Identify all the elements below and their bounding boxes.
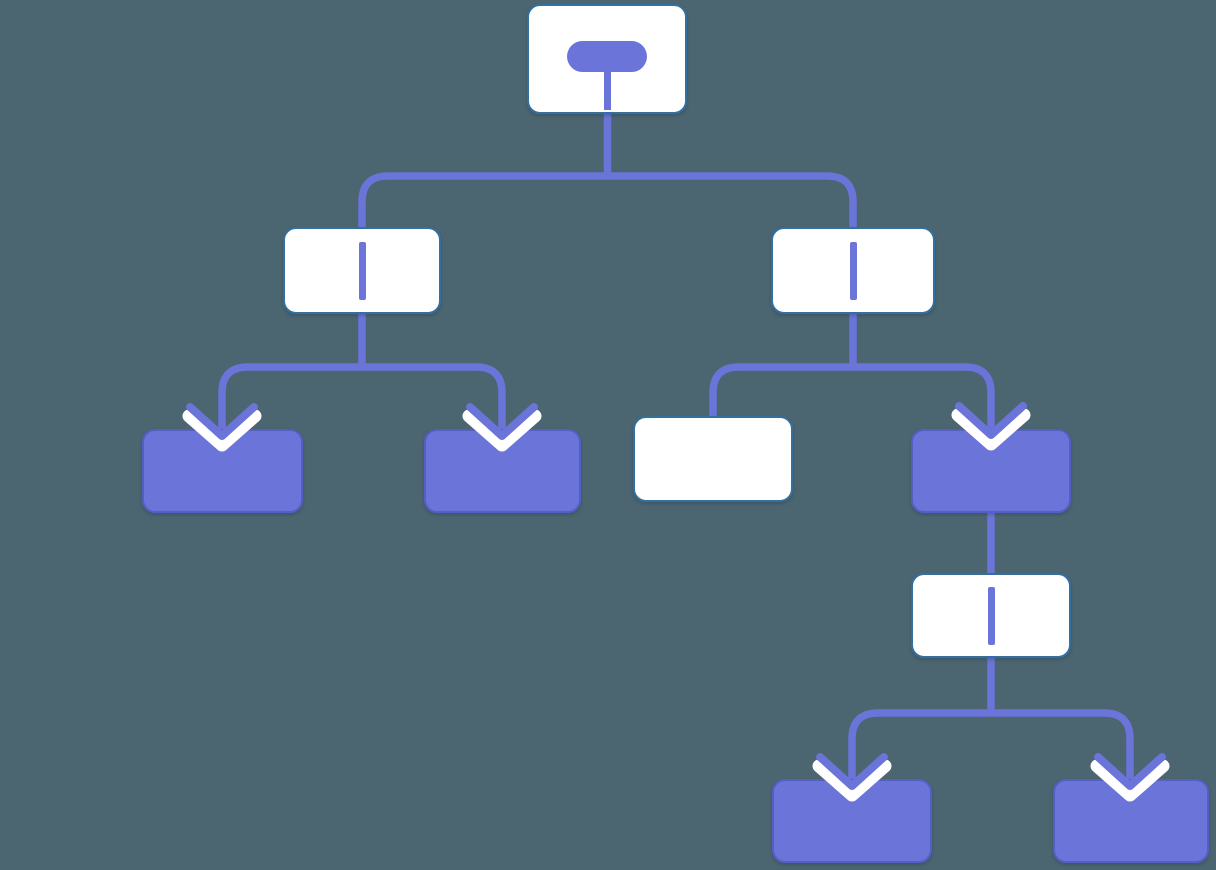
- vertical-bar-icon: [849, 241, 857, 300]
- collapsed-c-node[interactable]: [911, 429, 1071, 513]
- collapsed-a-node[interactable]: [142, 429, 303, 513]
- connector-split-left-subtree: [218, 363, 506, 433]
- pill-stem-icon: [603, 70, 611, 110]
- branch-mid-node[interactable]: [911, 573, 1071, 658]
- connector-split-bottom: [848, 709, 1134, 783]
- connector-split-right-subtree: [709, 363, 995, 433]
- empty-node-node[interactable]: [633, 416, 793, 502]
- collapsed-b-node[interactable]: [424, 429, 581, 513]
- branch-left-node[interactable]: [283, 227, 441, 314]
- vertical-bar-icon: [987, 586, 995, 645]
- root-node[interactable]: [527, 4, 687, 114]
- vertical-bar-icon: [358, 241, 366, 300]
- collapsed-d-node[interactable]: [772, 779, 932, 863]
- collapsed-e-node[interactable]: [1053, 779, 1209, 863]
- branch-right-node[interactable]: [771, 227, 935, 314]
- pill-icon: [567, 41, 647, 72]
- connector-split-level1: [358, 172, 857, 230]
